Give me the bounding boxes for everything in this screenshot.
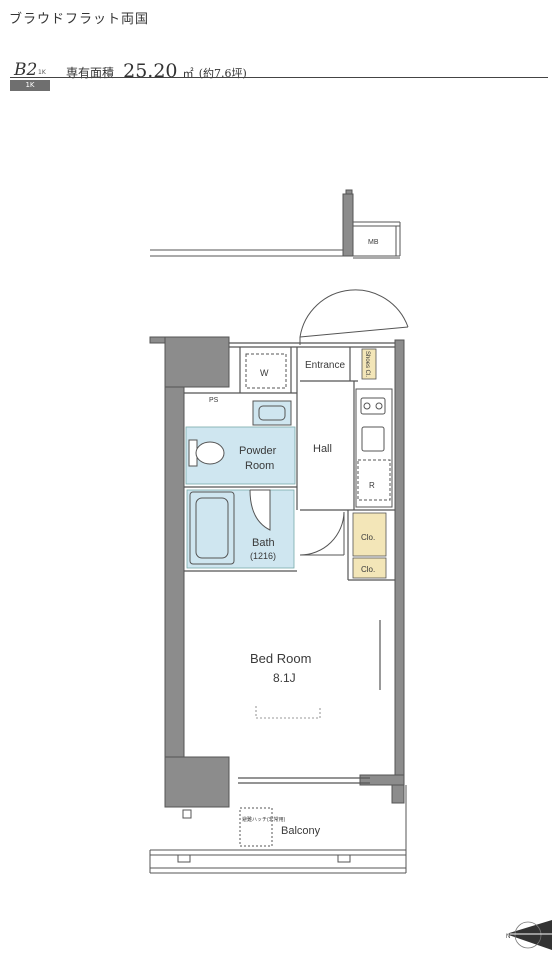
bedroom-size-label: 8.1J bbox=[273, 671, 296, 685]
washer-space bbox=[245, 353, 287, 389]
mb-area bbox=[150, 189, 401, 259]
shoes-closet-label: Shoes Cl. bbox=[364, 351, 370, 377]
evac-hatch-label: 避難ハッチ(非常用) bbox=[242, 816, 286, 823]
balcony-area bbox=[149, 785, 407, 874]
walls bbox=[149, 336, 405, 808]
closet-1-label: Clo. bbox=[361, 533, 375, 542]
hall-label: Hall bbox=[313, 443, 332, 455]
refrigerator-label: R bbox=[369, 481, 375, 490]
closet-1 bbox=[352, 512, 387, 557]
entrance-label: Entrance bbox=[305, 360, 345, 371]
bath-size-label: (1216) bbox=[250, 551, 276, 561]
bedroom-label: Bed Room bbox=[250, 651, 311, 666]
ps-label: PS bbox=[209, 397, 219, 404]
powder-room-label-2: Room bbox=[245, 460, 274, 472]
closet-2 bbox=[352, 557, 387, 579]
bath-door bbox=[249, 489, 271, 531]
kitchen-counter bbox=[355, 388, 393, 508]
area-label: 専有面積 bbox=[66, 66, 115, 80]
layout-badge: 1K bbox=[10, 80, 50, 91]
unit-type-sub: 1K bbox=[38, 69, 46, 76]
area-tsubo: (約7.6坪) bbox=[198, 67, 247, 80]
w-label: W bbox=[260, 368, 269, 378]
closet-2-label: Clo. bbox=[361, 565, 375, 574]
partitions bbox=[184, 342, 395, 784]
unit-type-code: B2 bbox=[14, 60, 38, 80]
header-rule bbox=[10, 77, 548, 78]
balcony-label: Balcony bbox=[281, 825, 321, 837]
property-title: ブラウドフラット両国 bbox=[9, 12, 150, 27]
bathtub-icon bbox=[189, 491, 235, 565]
floor-area: 専有面積 25.20 ㎡ (約7.6坪) bbox=[66, 60, 247, 82]
toilet-icon bbox=[188, 439, 225, 467]
area-unit: ㎡ bbox=[182, 67, 194, 80]
powder-room-label-1: Powder bbox=[239, 445, 277, 457]
bedroom-door bbox=[299, 511, 345, 556]
north-arrow-icon bbox=[506, 920, 552, 950]
compass-label: N bbox=[506, 934, 510, 940]
entrance-door bbox=[299, 289, 409, 345]
washbasin-icon bbox=[252, 400, 292, 426]
shoes-closet bbox=[361, 348, 377, 380]
area-value: 25.20 bbox=[123, 60, 178, 82]
mb-label: MB bbox=[368, 239, 379, 246]
curtain-rail bbox=[255, 706, 321, 719]
bath-label: Bath bbox=[252, 537, 275, 549]
